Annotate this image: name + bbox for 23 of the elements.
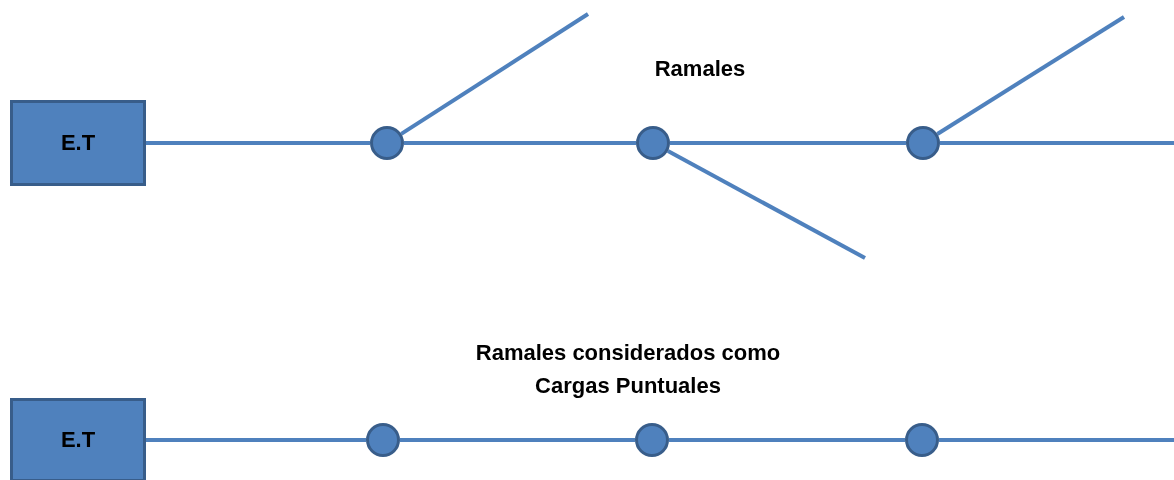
junction-circle xyxy=(636,126,670,160)
line xyxy=(670,141,906,145)
line xyxy=(936,15,1126,136)
line xyxy=(146,141,370,145)
junction-circle xyxy=(370,126,404,160)
junction-circle xyxy=(905,423,939,457)
station-label: E.T xyxy=(60,130,96,156)
junction-circle xyxy=(366,423,400,457)
junction-circle xyxy=(635,423,669,457)
line xyxy=(400,12,590,136)
station-label: E.T xyxy=(60,427,96,453)
line xyxy=(939,438,1174,442)
line xyxy=(667,149,866,260)
line xyxy=(400,438,635,442)
line xyxy=(146,438,366,442)
junction-circle xyxy=(906,126,940,160)
line xyxy=(404,141,636,145)
section-title: Ramales considerados como Cargas Puntuales xyxy=(474,339,782,400)
station-box xyxy=(10,398,146,480)
line xyxy=(940,141,1174,145)
line xyxy=(669,438,905,442)
section-title: Ramales xyxy=(653,55,747,83)
station-box xyxy=(10,100,146,186)
